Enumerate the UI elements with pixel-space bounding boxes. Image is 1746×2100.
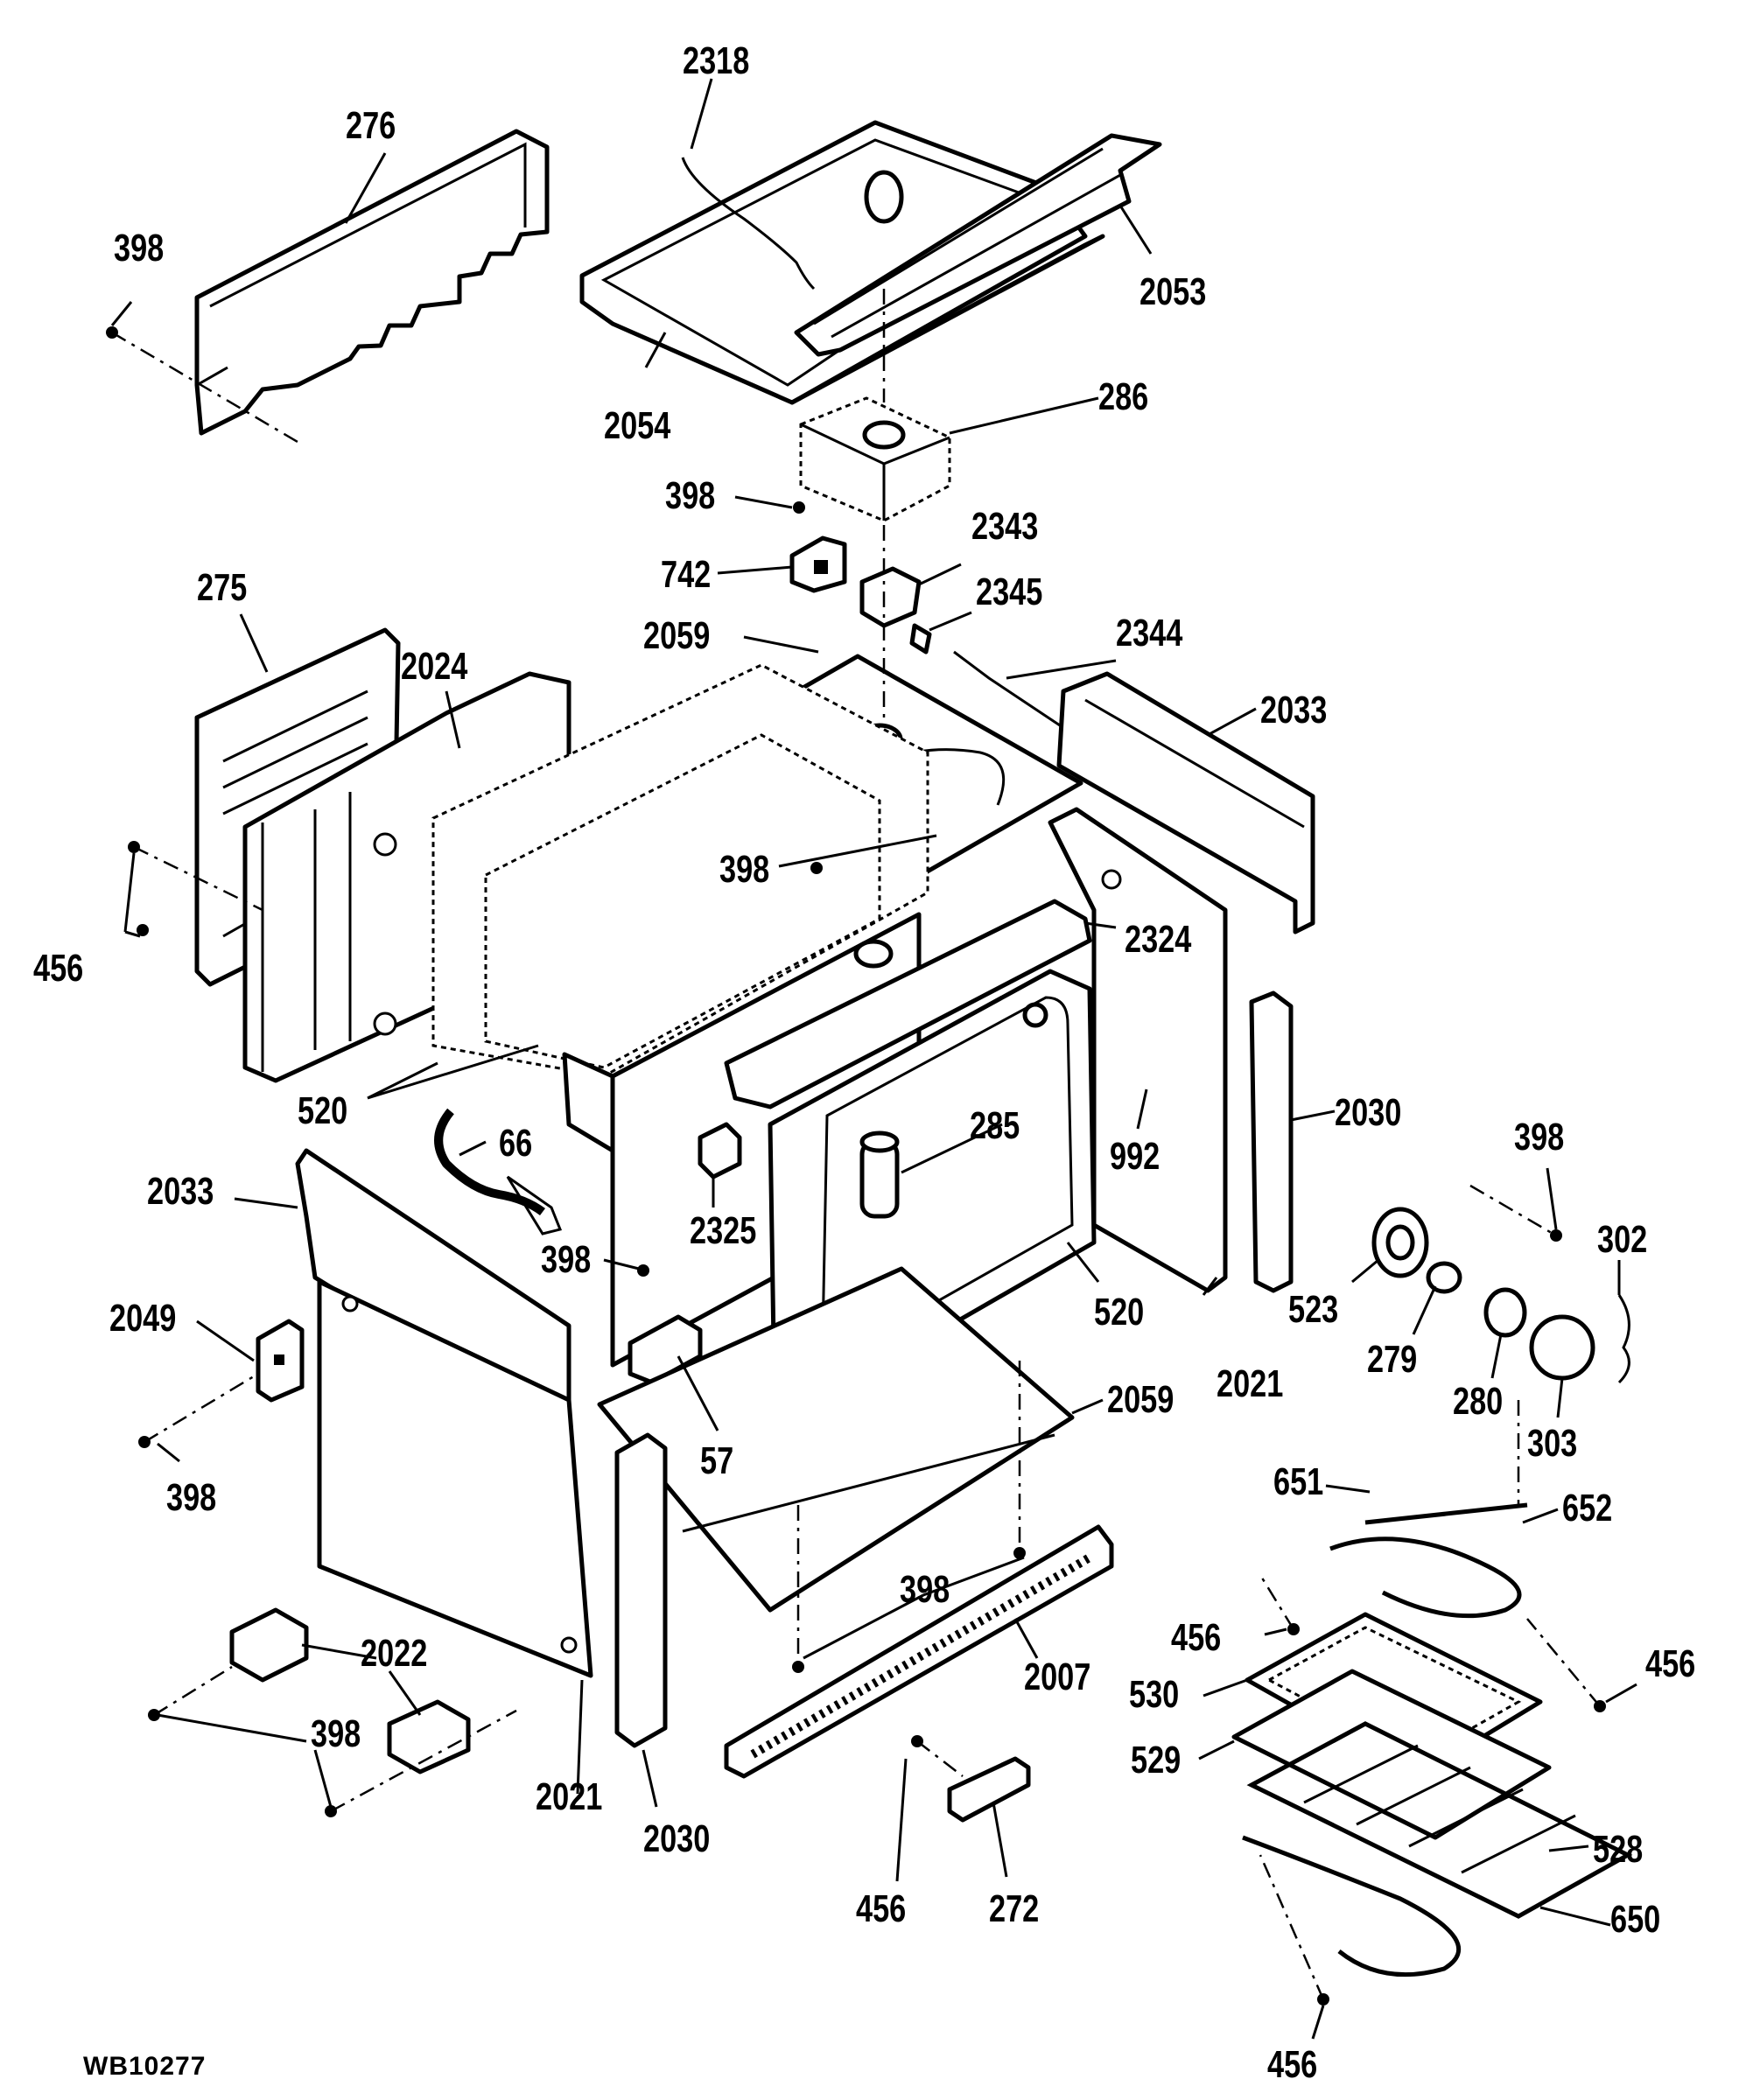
part-label-523: 523 — [1288, 1288, 1339, 1331]
pin-2345 — [909, 623, 932, 654]
bracket-2324 — [724, 899, 1092, 1110]
leader-lines — [110, 78, 1637, 2040]
part-label-398: 398 — [665, 474, 716, 517]
rack-528 — [1246, 1721, 1633, 1919]
part-label-398: 398 — [900, 1568, 950, 1611]
part-label-652: 652 — [1562, 1487, 1613, 1530]
part-label-398: 398 — [1514, 1116, 1565, 1158]
bracket-742 — [789, 536, 847, 593]
part-label-520: 520 — [298, 1089, 348, 1132]
bracket-57 — [628, 1314, 703, 1385]
insulation-wrap-520 — [431, 663, 929, 1078]
part-label-2343: 2343 — [971, 505, 1039, 548]
light-parts — [1371, 1207, 1630, 1384]
part-label-275: 275 — [197, 566, 248, 609]
part-label-66: 66 — [499, 1122, 533, 1165]
part-label-2024: 2024 — [401, 645, 468, 688]
trough-2053 — [794, 133, 1162, 357]
side-panel-2021-left — [317, 1279, 593, 1678]
part-label-2007: 2007 — [1024, 1656, 1091, 1698]
part-label-520: 520 — [1094, 1291, 1145, 1334]
part-label-398: 398 — [114, 227, 165, 270]
part-label-742: 742 — [661, 553, 712, 596]
light-socket-285 — [859, 1130, 900, 1219]
part-label-279: 279 — [1367, 1338, 1418, 1381]
part-label-456: 456 — [1645, 1642, 1696, 1685]
insulation-block-286 — [799, 396, 951, 522]
block-2049 — [256, 1319, 305, 1403]
clip-2325 — [698, 1122, 742, 1180]
part-label-272: 272 — [989, 1887, 1040, 1930]
part-label-2324: 2324 — [1125, 918, 1192, 961]
part-label-57: 57 — [700, 1439, 734, 1482]
part-label-2053: 2053 — [1139, 270, 1207, 313]
part-label-2030: 2030 — [1335, 1091, 1402, 1134]
harness-66 — [434, 1108, 563, 1236]
wire-2318 — [681, 157, 904, 290]
part-label-2344: 2344 — [1116, 612, 1183, 654]
part-label-398: 398 — [166, 1476, 217, 1519]
part-label-2030: 2030 — [643, 1817, 711, 1860]
part-label-2345: 2345 — [976, 570, 1043, 613]
part-label-2022: 2022 — [361, 1632, 428, 1675]
part-label-2325: 2325 — [690, 1209, 757, 1252]
part-label-286: 286 — [1098, 375, 1149, 418]
rod-2344 — [953, 650, 1069, 732]
part-label-456: 456 — [1267, 2043, 1318, 2086]
brackets-2022 — [229, 1607, 471, 1774]
back-panel-2033 — [1056, 671, 1315, 934]
part-label-2059: 2059 — [643, 614, 711, 657]
part-label-2021: 2021 — [536, 1775, 603, 1818]
part-label-398: 398 — [541, 1238, 592, 1281]
part-label-992: 992 — [1110, 1135, 1160, 1178]
side-panel-2021-right — [1048, 807, 1228, 1293]
block-2343 — [859, 566, 922, 628]
part-label-2059: 2059 — [1107, 1378, 1175, 1421]
bake-element-650 — [1242, 1835, 1462, 1978]
part-label-276: 276 — [346, 104, 396, 147]
part-label-456: 456 — [856, 1887, 907, 1930]
part-label-302: 302 — [1597, 1218, 1648, 1261]
bottom-panel-2059 — [597, 1266, 1075, 1613]
corner-post-2030-bottom — [614, 1432, 668, 1748]
part-label-650: 650 — [1610, 1898, 1661, 1941]
terminal-block-272 — [947, 1756, 1031, 1823]
corner-post-2030-right — [1249, 990, 1294, 1293]
part-label-530: 530 — [1129, 1673, 1180, 1716]
part-label-529: 529 — [1131, 1739, 1182, 1782]
vent-grille-2007 — [724, 1524, 1114, 1779]
part-label-456: 456 — [1171, 1616, 1222, 1659]
top-frame-2054 — [579, 120, 1105, 405]
part-label-2021: 2021 — [1217, 1362, 1284, 1405]
diagram-code: WB10277 — [83, 2052, 207, 2081]
pan-insert-529 — [1231, 1669, 1552, 1840]
part-label-651: 651 — [1273, 1460, 1324, 1503]
part-label-528: 528 — [1593, 1828, 1644, 1871]
assembly-lines — [111, 289, 1601, 2000]
part-label-2054: 2054 — [604, 404, 671, 447]
heating-element-652 — [1329, 1502, 1528, 1619]
part-label-2318: 2318 — [683, 39, 750, 82]
part-label-2033: 2033 — [147, 1170, 214, 1213]
part-label-456: 456 — [33, 947, 84, 990]
part-label-2033: 2033 — [1260, 689, 1328, 732]
part-label-398: 398 — [311, 1712, 361, 1755]
back-trim-276 — [194, 129, 550, 436]
part-label-2049: 2049 — [109, 1297, 177, 1340]
part-label-398: 398 — [719, 848, 770, 891]
part-label-285: 285 — [970, 1104, 1020, 1147]
part-label-303: 303 — [1527, 1422, 1578, 1465]
part-label-280: 280 — [1453, 1380, 1504, 1423]
